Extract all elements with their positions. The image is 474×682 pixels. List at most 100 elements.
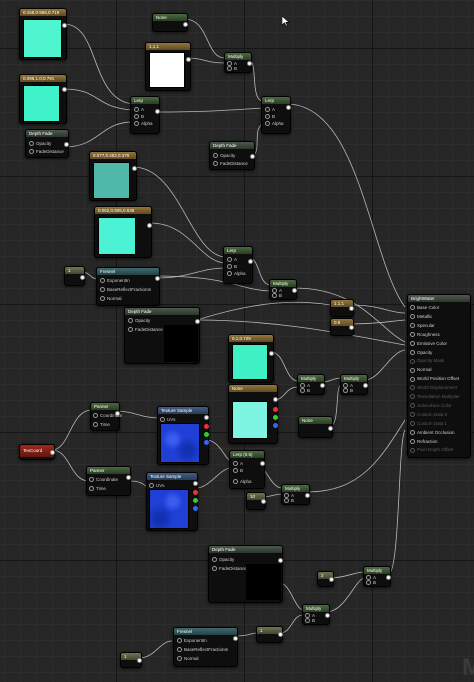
output-pin[interactable] xyxy=(50,450,55,455)
pin-a[interactable]: A xyxy=(305,613,315,619)
pin-opacity[interactable]: Opacity xyxy=(212,557,234,563)
output-pin[interactable] xyxy=(250,154,255,159)
output-pin-g[interactable] xyxy=(204,432,209,437)
material-pin[interactable]: Tessellation Multiplier xyxy=(410,394,460,400)
pin-exponent-in[interactable]: ExponentIn xyxy=(100,278,130,284)
pin-normal[interactable]: Normal xyxy=(177,656,199,662)
depth-fade-node-2[interactable]: Depth Fade Opacity FadeDistance xyxy=(209,141,255,170)
vector-constant-node-cyan[interactable]: 0,1,0.729 xyxy=(228,334,274,383)
output-pin[interactable] xyxy=(386,575,391,580)
output-pin[interactable] xyxy=(269,351,274,356)
output-pin[interactable] xyxy=(305,493,310,498)
pin-a[interactable]: A xyxy=(343,383,353,389)
lerp-node-1[interactable]: Lerp A B Alpha xyxy=(130,96,160,134)
multiply-node-mid[interactable]: Multiply A B xyxy=(269,279,297,300)
pin-a[interactable]: A xyxy=(300,383,310,389)
pin-a[interactable]: A xyxy=(233,461,243,467)
pin-b[interactable]: B xyxy=(134,114,144,120)
pin-b[interactable]: B xyxy=(305,618,315,624)
output-pin[interactable] xyxy=(278,632,283,637)
output-pin-g[interactable] xyxy=(193,498,198,503)
material-pin[interactable]: Specular xyxy=(410,323,435,329)
scalar-constant-node-a[interactable]: 1 xyxy=(64,266,85,286)
output-pin-rgb[interactable] xyxy=(204,415,209,420)
vector-constant-node-small-1[interactable]: 1,1,1 xyxy=(330,299,354,317)
scalar-constant-node-2[interactable]: 2 xyxy=(317,571,334,587)
multiply-node-bottom[interactable]: Multiply A B xyxy=(302,604,330,625)
output-pin[interactable] xyxy=(286,105,291,110)
material-pin[interactable]: Emissive Color xyxy=(410,341,447,346)
output-pin[interactable] xyxy=(62,87,67,92)
pin-uvs[interactable]: UVs xyxy=(149,483,165,489)
pin-base-reflect-fraction[interactable]: BaseReflectFractionIn xyxy=(100,287,151,293)
pin-a[interactable]: A xyxy=(366,575,376,581)
pin-b[interactable]: B xyxy=(227,264,237,270)
texcoord-node[interactable]: TexCoord xyxy=(19,444,55,460)
material-pin[interactable]: Opacity xyxy=(410,350,432,355)
pin-a[interactable]: A xyxy=(265,107,275,113)
material-pin[interactable]: Custom Data 1 xyxy=(410,421,447,426)
output-pin[interactable] xyxy=(328,426,333,431)
pin-normal[interactable]: Normal xyxy=(100,296,122,302)
output-pin-g[interactable] xyxy=(273,415,278,420)
none-node-top[interactable]: None xyxy=(152,13,188,32)
panner-node-1[interactable]: Panner Coordinate Time xyxy=(90,402,122,431)
material-pin[interactable]: Base Color xyxy=(410,305,439,311)
pin-b[interactable]: B xyxy=(366,580,376,586)
pin-base-reflect-fraction[interactable]: BaseReflectFractionIn xyxy=(177,647,228,653)
vector-constant-node-aqua[interactable]: 0.062,0.905,0.638 xyxy=(94,206,152,258)
pin-a[interactable]: A xyxy=(272,288,282,294)
vector-constant-node-teal-top[interactable]: 0.158,0.958,0.719 xyxy=(19,8,67,60)
output-pin-b[interactable] xyxy=(204,440,209,445)
depth-fade-node-1[interactable]: Depth Fade Opacity FadeDistance xyxy=(25,129,69,158)
output-pin[interactable] xyxy=(147,223,152,228)
material-pin[interactable]: World Position Offset xyxy=(410,376,459,382)
material-pin[interactable]: Opacity Mask xyxy=(410,358,444,364)
output-pin[interactable] xyxy=(155,109,160,114)
output-pin[interactable] xyxy=(260,461,265,466)
scalar-constant-node-b[interactable]: 1 xyxy=(256,626,283,643)
pin-fade-distance[interactable]: FadeDistance xyxy=(212,566,247,572)
output-pin[interactable] xyxy=(186,57,191,62)
vector-constant-node-dark-teal[interactable]: 0.077,0.482,0.378 xyxy=(89,151,137,201)
depth-fade-node-3[interactable]: Depth Fade Opacity FadeDistance xyxy=(124,307,200,364)
lerp-node-3[interactable]: Lerp A B Alpha xyxy=(223,246,253,284)
output-pin[interactable] xyxy=(64,142,69,147)
output-pin-r[interactable] xyxy=(204,424,209,429)
output-pin[interactable] xyxy=(132,166,137,171)
depth-fade-node-4[interactable]: Depth Fade Opacity FadeDistance xyxy=(208,545,283,603)
pin-alpha[interactable]: Alpha xyxy=(227,271,246,277)
pin-b[interactable]: B xyxy=(343,388,353,394)
pin-alpha[interactable]: Alpha xyxy=(265,121,284,127)
output-pin-rgb[interactable] xyxy=(193,481,198,486)
output-pin[interactable] xyxy=(349,306,354,311)
fresnel-node-1[interactable]: Fresnel ExponentIn BaseReflectFractionIn… xyxy=(96,267,160,306)
output-pin[interactable] xyxy=(155,276,160,281)
pin-opacity[interactable]: Opacity xyxy=(29,141,51,147)
lerp-node-2[interactable]: Lerp A B Alpha xyxy=(261,96,291,134)
output-pin[interactable] xyxy=(126,475,131,480)
material-pin[interactable]: Normal xyxy=(410,367,432,373)
none-node-mid[interactable]: None xyxy=(228,384,278,444)
pin-a[interactable]: A xyxy=(134,107,144,113)
multiply-node-r1[interactable]: Multiply A B xyxy=(297,374,325,395)
material-pin[interactable]: Ambient Occlusion xyxy=(410,430,455,435)
output-pin-rgb[interactable] xyxy=(273,397,278,402)
pin-time[interactable]: Time xyxy=(93,422,110,428)
texture-sample-node-2[interactable]: Texture Sample UVs xyxy=(146,472,198,531)
pin-coordinate[interactable]: Coordinate xyxy=(93,413,122,419)
pin-opacity[interactable]: Opacity xyxy=(213,153,235,159)
pin-exponent-in[interactable]: ExponentIn xyxy=(177,638,207,644)
vector-constant-node-teal-mid[interactable]: 0.098,1.0,0.791 xyxy=(19,74,67,124)
output-pin[interactable] xyxy=(278,558,283,563)
pin-alpha[interactable]: Alpha xyxy=(233,479,252,485)
pin-fade-distance[interactable]: FadeDistance xyxy=(213,161,248,167)
scalar-constant-node-small-2[interactable]: 0.8 xyxy=(330,318,354,336)
scalar-constant-node-10[interactable]: 10 xyxy=(246,492,266,510)
pin-b[interactable]: B xyxy=(300,388,310,394)
texture-sample-node-1[interactable]: Texture Sample UVs xyxy=(157,406,209,465)
output-pin[interactable] xyxy=(80,275,85,280)
pin-coordinate[interactable]: Coordinate xyxy=(89,477,118,483)
output-pin[interactable] xyxy=(137,658,142,663)
